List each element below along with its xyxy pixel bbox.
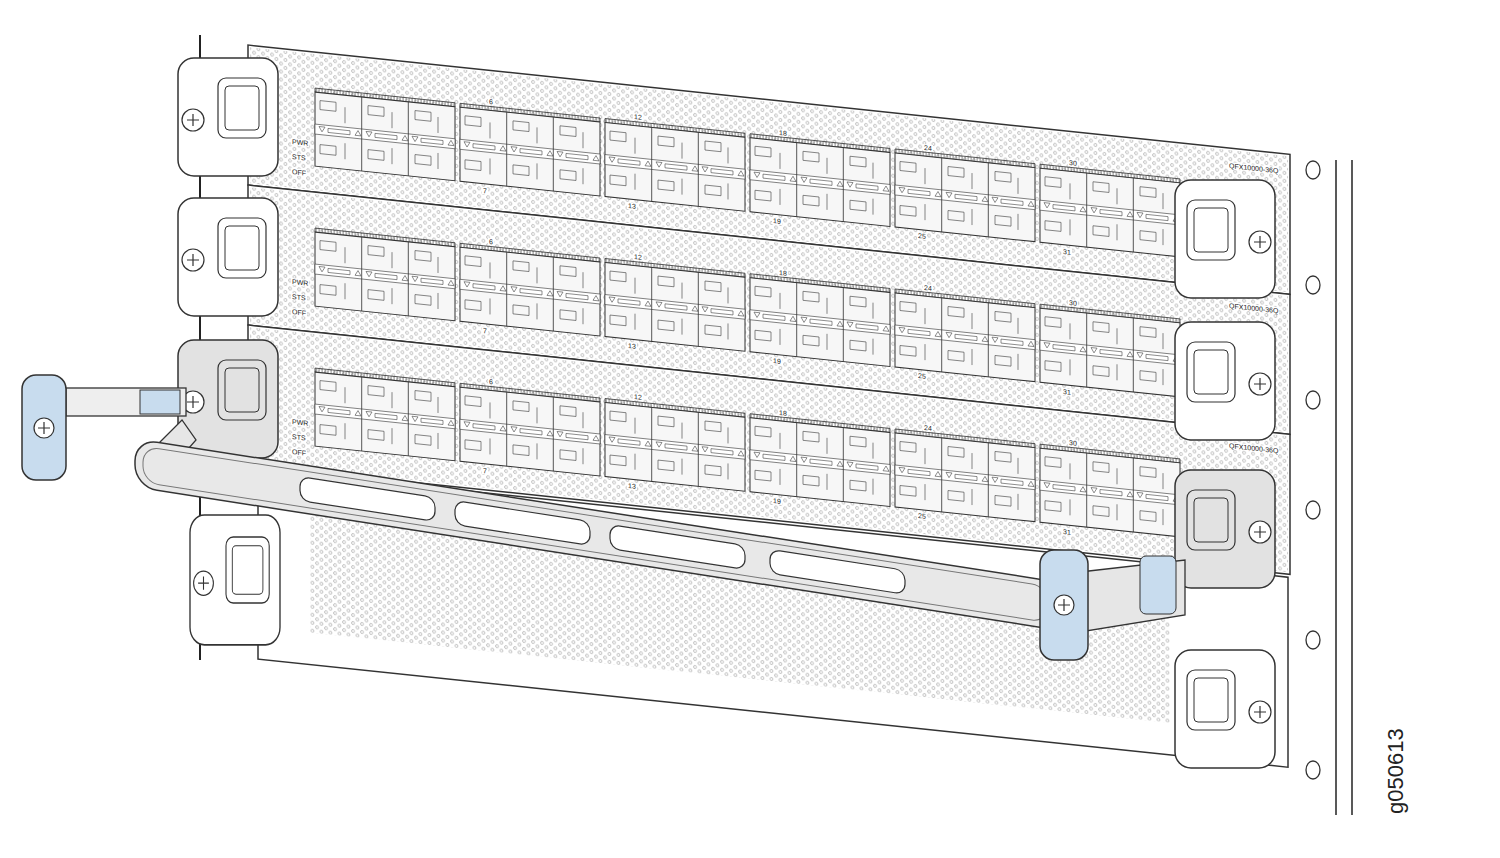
- port-number: 30: [1068, 439, 1078, 447]
- rack-rail: [1335, 160, 1337, 815]
- mounting-ear: [1175, 470, 1275, 588]
- model-label: QFX10000-36Q: [1228, 302, 1279, 314]
- line-card: [1040, 444, 1180, 537]
- chassis-handle: [140, 390, 180, 414]
- port-number: 24: [923, 424, 933, 432]
- chassis-handle: [1040, 550, 1088, 660]
- line-card: [248, 45, 1290, 767]
- chassis-handle: [38, 422, 50, 434]
- port-number: 13: [627, 482, 637, 490]
- status-led-label: STS: [291, 433, 307, 442]
- port-number: 24: [923, 284, 933, 292]
- rack-rail: [200, 35, 1352, 815]
- model-label: QFX10000-36Q: [1228, 162, 1279, 174]
- line-card: [750, 134, 890, 227]
- chassis-handle: [1058, 599, 1070, 611]
- line-card: [315, 228, 455, 321]
- line-card: [315, 368, 455, 461]
- line-card: [1040, 164, 1180, 257]
- port-number: 19: [772, 357, 782, 365]
- status-led-label: OFF: [291, 168, 307, 177]
- port-number: 13: [627, 342, 637, 350]
- chassis-handle: [300, 477, 435, 522]
- port-number: 18: [778, 129, 788, 137]
- line-card: [895, 289, 1035, 382]
- port-number: 31: [1062, 528, 1072, 536]
- port-number: 24: [923, 144, 933, 152]
- chassis-handle: [135, 439, 1060, 630]
- port-number: 12: [633, 393, 643, 401]
- line-card: [460, 383, 600, 476]
- rack-rail: [1306, 631, 1320, 649]
- status-led-label: STS: [291, 153, 307, 162]
- status-led-label: OFF: [291, 448, 307, 457]
- rack-rail: [1306, 761, 1320, 779]
- chassis-handle: [22, 375, 66, 480]
- port-number: 25: [917, 232, 927, 240]
- status-led-label: PWR: [291, 138, 309, 147]
- line-card: [895, 429, 1035, 522]
- mounting-ear: [190, 515, 280, 645]
- line-card: [460, 103, 600, 196]
- port-number: 19: [772, 497, 782, 505]
- status-led-label: STS: [291, 293, 307, 302]
- port-number: 12: [633, 253, 643, 261]
- mounting-ear: [178, 198, 278, 316]
- line-card: [605, 119, 745, 212]
- line-card: [315, 88, 455, 181]
- port-number: 19: [772, 217, 782, 225]
- line-card: [605, 399, 745, 492]
- chassis-handle: [1140, 556, 1176, 614]
- port-number: 7: [482, 467, 488, 475]
- line-card: [750, 414, 890, 507]
- port-number: 13: [627, 202, 637, 210]
- chassis-handle: [455, 501, 590, 546]
- port-number: 30: [1068, 299, 1078, 307]
- status-led-label: PWR: [291, 278, 309, 287]
- port-number: 31: [1062, 248, 1072, 256]
- status-led-label: PWR: [291, 418, 309, 427]
- mounting-ear: [178, 58, 1275, 768]
- model-label: QFX10000-36Q: [1228, 442, 1279, 454]
- chassis-handle: [1054, 595, 1074, 615]
- mounting-ear: [1175, 650, 1275, 768]
- port-number: 6: [488, 238, 494, 246]
- line-card: [1040, 304, 1180, 397]
- port-number: 31: [1062, 388, 1072, 396]
- chassis-handle: [34, 418, 54, 438]
- port-number: 7: [482, 327, 488, 335]
- line-card: [460, 243, 600, 336]
- chassis-handle: [135, 439, 1060, 630]
- line-card: [258, 469, 1288, 767]
- rack-rail: [1306, 161, 1320, 179]
- mounting-ear: [178, 58, 278, 176]
- port-number: 12: [633, 113, 643, 121]
- rack-rail: [1306, 501, 1320, 519]
- status-led-label: OFF: [291, 308, 307, 317]
- line-card: [750, 274, 890, 367]
- chassis-handle: [610, 525, 745, 570]
- port-number: 18: [778, 269, 788, 277]
- line-card: [895, 149, 1035, 242]
- chassis-handle: [22, 375, 1185, 660]
- port-number: 25: [917, 372, 927, 380]
- chassis-handle: [66, 388, 186, 416]
- figure-id: g050613: [1385, 727, 1407, 815]
- port-number: 6: [488, 378, 494, 386]
- mounting-ear: [1175, 322, 1275, 440]
- port-number: 30: [1068, 159, 1078, 167]
- chassis-handle: [143, 446, 1048, 622]
- port-number: 7: [482, 187, 488, 195]
- port-number: 18: [778, 409, 788, 417]
- rack-rail: [1306, 276, 1320, 294]
- port-number: 25: [917, 512, 927, 520]
- rack-rail: [1351, 160, 1353, 815]
- port-number: 6: [488, 98, 494, 106]
- rack-rail: [1306, 391, 1320, 409]
- mounting-ear: [1175, 180, 1275, 298]
- line-card: [605, 259, 745, 352]
- chassis-handle: [770, 549, 905, 594]
